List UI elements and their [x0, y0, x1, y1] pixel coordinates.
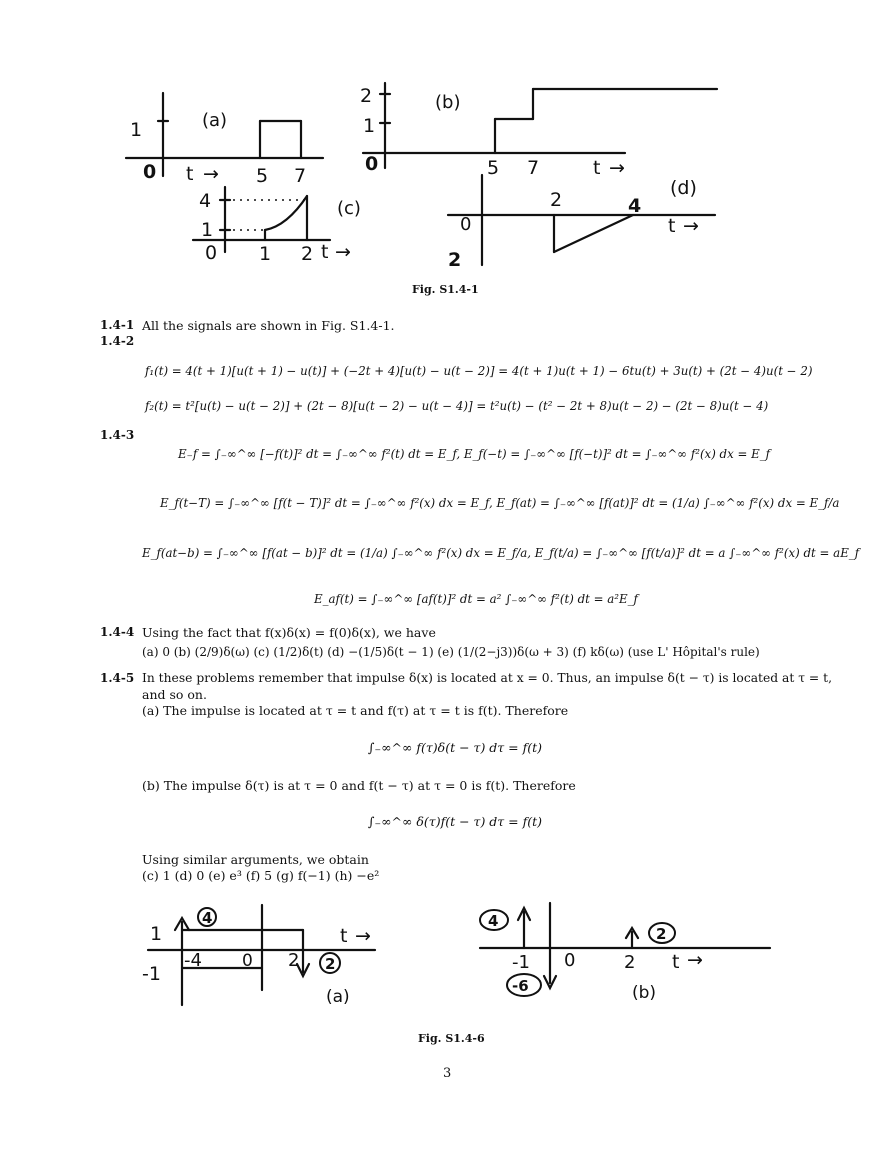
fig1a-t-arrow: → [203, 163, 219, 185]
fig6b-impulse-down-arrow [542, 974, 558, 991]
fig6a-impulse-down-arrow [295, 962, 311, 979]
problem-1-4-2-number: 1.4-2 [100, 334, 135, 348]
fig1d-t2: 4 [628, 195, 641, 217]
problem-1-4-5-b-text: (b) The impulse δ(τ) is at τ = 0 and f(t… [142, 778, 576, 793]
problem-1-4-3-eq4: E_af(t) = ∫₋∞^∞ [af(t)]² dt = a² ∫₋∞^∞ f… [314, 592, 638, 606]
fig1c-curve [263, 194, 309, 232]
fig6b-t-arrow: → [687, 949, 703, 971]
problem-1-4-4-answers: (a) 0 (b) (2/9)δ(ω) (c) (1/2)δ(t) (d) −(… [142, 645, 760, 659]
fig1c-t: t [321, 241, 328, 263]
problem-1-4-2-eq2: f₂(t) = t²[u(t) − u(t − 2)] + (2t − 8)[u… [145, 399, 769, 413]
fig1c-y1: 1 [201, 219, 213, 241]
problem-1-4-1-text: All the signals are shown in Fig. S1.4-1… [142, 318, 395, 333]
fig1b-origin: 0 [365, 153, 378, 175]
problem-1-4-5-a-eq: ∫₋∞^∞ f(τ)δ(t − τ) dτ = f(t) [368, 740, 543, 755]
fig6a-imp-down: 2 [325, 955, 335, 973]
fig1d-t: t [668, 215, 675, 237]
fig6a-strength-2-circle [319, 952, 341, 974]
fig6b-label: (b) [632, 983, 656, 1003]
fig1-panel-d: 0 2 2 4 (d) t → [446, 173, 717, 271]
fig1-panel-c: 4 1 (c) 0 1 2 t → [191, 185, 361, 265]
fig1a-label: (a) [202, 110, 227, 131]
fig6b-strength-4-circle [479, 909, 509, 931]
fig1d-ramp [552, 213, 635, 254]
fig1c-label: (c) [337, 198, 361, 219]
fig6b-tm1: -1 [512, 952, 530, 973]
fig6a-ym1: -1 [142, 963, 161, 985]
fig1a-t2: 7 [294, 165, 306, 187]
problem-1-4-5-b-eq: ∫₋∞^∞ δ(τ)f(t − τ) dτ = f(t) [368, 814, 543, 829]
fig6-caption: Fig. S1.4-6 [418, 1032, 485, 1045]
fig1c-t-arrow: → [335, 241, 351, 263]
fig1a-t1: 5 [256, 165, 268, 187]
problem-1-4-3-eq2: E_f(t−T) = ∫₋∞^∞ [f(t − T)]² dt = ∫₋∞^∞ … [160, 496, 840, 510]
fig6-panel-a: 4 1 -1 -4 0 2 2 t → (a) [142, 903, 377, 1007]
fig6b-strength-2-circle [648, 922, 676, 944]
fig6a-y1: 1 [150, 923, 162, 945]
fig6b-imp-down: -6 [512, 977, 529, 995]
problem-1-4-2-eq1: f₁(t) = 4(t + 1)[u(t + 1) − u(t)] + (−2t… [145, 364, 813, 378]
fig1c-t2: 2 [301, 243, 313, 265]
problem-1-4-1-number: 1.4-1 [100, 318, 135, 332]
fig6b-t: t [672, 951, 679, 973]
fig1b-t1: 5 [487, 157, 499, 179]
fig1a-t: t [186, 163, 193, 185]
fig1d-origin: 0 [460, 214, 471, 235]
fig6a-t-arrow: → [355, 925, 371, 947]
fig1c-origin: 0 [205, 242, 217, 264]
fig1b-t2: 7 [527, 157, 539, 179]
fig6a-t: t [340, 925, 347, 947]
fig1d-label: (d) [670, 177, 697, 199]
fig1-panel-b: 2 1 (b) 0 5 7 t → [360, 81, 719, 179]
fig1b-y2: 2 [360, 85, 372, 107]
fig1d-y2: 2 [448, 249, 461, 271]
problem-1-4-4-text: Using the fact that f(x)δ(x) = f(0)δ(x),… [142, 625, 436, 640]
fig6a-origin: 0 [242, 951, 253, 971]
fig1d-t-arrow: → [683, 215, 699, 237]
fig1c-t1: 1 [259, 243, 271, 265]
fig6b-imp-up-right: 2 [656, 925, 666, 943]
fig1-panel-a: 1 (a) 0 t → 5 7 [124, 91, 325, 187]
fig6b-impulse-left-arrow [516, 905, 532, 922]
fig1a-y1: 1 [130, 119, 142, 141]
problem-1-4-4-number: 1.4-4 [100, 625, 135, 639]
fig1d-t1: 2 [550, 189, 562, 211]
fig6a-label: (a) [326, 987, 350, 1007]
fig1b-y1: 1 [363, 115, 375, 137]
fig1b-label: (b) [435, 92, 460, 113]
fig6b-imp-up-left: 4 [488, 912, 498, 930]
problem-1-4-5-number: 1.4-5 [100, 671, 135, 685]
problem-1-4-3-eq1: E₋f = ∫₋∞^∞ [−f(t)]² dt = ∫₋∞^∞ f²(t) dt… [178, 447, 771, 461]
problem-1-4-5-c-answers: (c) 1 (d) 0 (e) e³ (f) 5 (g) f(−1) (h) −… [142, 868, 380, 883]
fig1b-t-arrow: → [609, 157, 625, 179]
fig1-caption: Fig. S1.4-1 [412, 283, 479, 296]
fig6a-tm4: -4 [184, 950, 202, 971]
problem-1-4-5-text1: In these problems remember that impulse … [142, 671, 832, 685]
problem-1-4-5-a-text: (a) The impulse is located at τ = t and … [142, 703, 569, 718]
problem-1-4-3-number: 1.4-3 [100, 428, 135, 442]
fig6a-imp-up: 4 [202, 909, 212, 927]
fig6b-impulse-right-arrow [624, 925, 640, 940]
fig6a-t2: 2 [288, 950, 299, 971]
page-number: 3 [443, 1066, 452, 1081]
fig6b-t2: 2 [624, 952, 635, 973]
fig1c-y4: 4 [199, 190, 211, 212]
fig6b-strength-m6-circle [506, 973, 542, 997]
fig1b-t: t [593, 157, 600, 179]
problem-1-4-3-eq3: E_f(at−b) = ∫₋∞^∞ [f(at − b)]² dt = (1/a… [142, 546, 860, 560]
problem-1-4-5-c-text: Using similar arguments, we obtain [142, 852, 369, 867]
fig1a-origin: 0 [143, 161, 156, 183]
fig6a-impulse-up-arrow [173, 915, 191, 932]
fig6-panel-b: 4 -1 0 -6 2 2 t → (b) [478, 901, 772, 1003]
fig6a-strength-4-circle [197, 907, 217, 927]
fig6b-origin: 0 [564, 950, 575, 971]
problem-1-4-5-text2: and so on. [142, 687, 207, 702]
